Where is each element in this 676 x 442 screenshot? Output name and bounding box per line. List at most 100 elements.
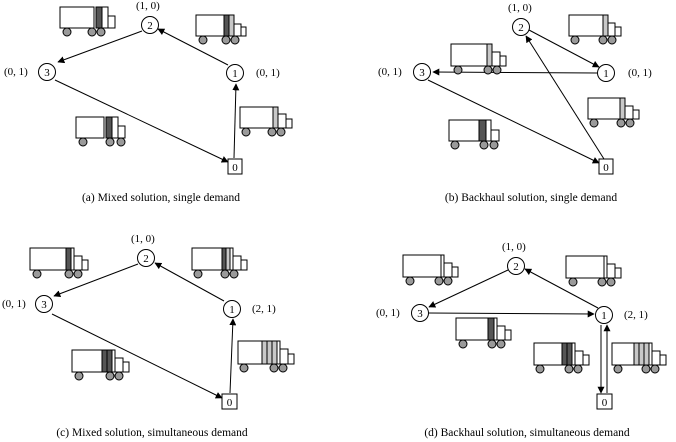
demand-label-node-2: (1, 0) [502,241,526,253]
node-label: 1 [603,68,609,80]
truck-cargo-light [271,340,278,365]
node-label: 1 [232,68,238,80]
edge-2-to-1 [528,29,600,68]
demand-label-node-1: (2, 1) [624,309,648,321]
demand-label-node-1: (0, 1) [256,67,280,79]
edge-0-to-2 [525,35,605,160]
edge-0-to-1 [229,318,237,394]
truck-cargo-light [619,97,626,120]
truck-cargo-dark [221,247,227,271]
node-label: 0 [227,397,233,409]
node-1: 1 [226,64,244,82]
truck-icon [59,6,116,37]
node-3: 3 [35,295,53,313]
node-label: 2 [518,22,524,34]
demand-label-node-2: (1, 0) [136,0,160,12]
edge-3-to-0 [54,79,229,163]
truck-icon [611,342,667,374]
caption-panel-b: (b) Backhaul solution, single demand [445,192,617,204]
truck-icon [75,116,126,147]
node-2: 2 [137,249,155,267]
truck-cargo-dark [101,349,108,373]
edge-0-to-1 [232,83,240,159]
truck-cargo-light [266,340,273,365]
truck-icon [448,119,500,150]
node-label: 2 [513,261,519,273]
node-0-depot: 0 [598,158,614,175]
node-2: 2 [512,18,530,36]
demand-label-node-1: (2, 1) [252,303,276,315]
truck-cargo-light [638,342,645,366]
truck-cargo-light [225,247,231,271]
caption-panel-a: (a) Mixed solution, single demand [82,192,240,204]
truck-cargo-light [602,14,609,37]
truck-icon [191,247,248,279]
truck-cargo-dark [65,247,72,271]
node-3: 3 [413,63,431,81]
truck-cargo-dark [566,342,573,366]
truck-cargo-light [643,342,650,366]
node-1: 1 [597,64,615,82]
truck-cargo-light [272,106,279,129]
truck-icon [402,254,459,286]
truck-icon [565,255,622,287]
truck-cargo-light [486,43,493,67]
node-label: 3 [419,67,425,79]
truck-icon [237,340,295,373]
truck-icon [195,14,247,45]
panel-d: 2 (1, 0) 3 (0, 1) 1 (2, 1) 0 [376,241,667,439]
caption-panel-c: (c) Mixed solution, simultaneous demand [56,427,248,439]
node-0-depot: 0 [596,393,613,410]
truck-icon [568,14,622,45]
node-0-depot: 0 [221,393,238,410]
truck-cargo-dark [487,317,495,341]
panel-c-edges [51,262,237,399]
node-label: 1 [601,310,607,322]
truck-icon [29,247,89,279]
truck-cargo-dark [95,6,103,29]
truck-cargo-light [633,342,640,366]
node-3: 3 [411,304,429,322]
truck-icon [239,106,293,137]
node-3: 3 [38,63,56,81]
node-0-depot: 0 [227,158,243,175]
node-label: 3 [417,308,423,320]
edge-3-to-1 [427,310,595,318]
demand-label-node-2: (1, 0) [508,2,532,14]
edge-3-to-0 [427,79,600,164]
truck-icon [587,97,640,128]
edge-1-to-2 [524,268,599,309]
edge-2-to-3 [57,30,143,64]
node-2: 2 [141,16,159,34]
panel-c: 2 (1, 0) 3 (0, 1) 1 (2, 1) 0 [2,233,295,439]
truck-icon [455,317,512,349]
demand-label-node-1: (0, 1) [628,67,652,79]
edge-2-to-3 [428,269,509,308]
demand-label-node-3: (0, 1) [378,66,402,78]
edge-1-to-2 [154,262,225,302]
demand-label-node-3: (0, 1) [2,298,26,310]
caption-panel-d: (d) Backhaul solution, simultaneous dema… [424,427,630,439]
truck-icon [71,349,130,381]
truck-cargo-dark [105,116,113,139]
node-label: 0 [602,397,608,409]
node-1: 1 [595,306,613,324]
truck-cargo-light [228,14,235,37]
panel-a-edges [54,28,240,163]
node-label: 2 [147,20,153,32]
node-label: 3 [41,299,47,311]
truck-cargo-dark [223,14,230,37]
truck-cargo-dark [106,349,113,373]
panel-a: 2 (1, 0) 3 (0, 1) 1 (0, 1) 0 [4,0,293,204]
node-label: 1 [229,304,235,316]
demand-label-node-2: (1, 0) [131,233,155,245]
truck-cargo-dark [478,119,487,142]
node-label: 3 [44,67,50,79]
node-label: 0 [603,162,609,174]
edge-1-to-2 [157,28,229,66]
demand-label-node-3: (0, 1) [4,66,28,78]
node-label: 0 [232,162,238,174]
node-2: 2 [507,257,525,275]
truck-cargo-light [261,340,268,365]
